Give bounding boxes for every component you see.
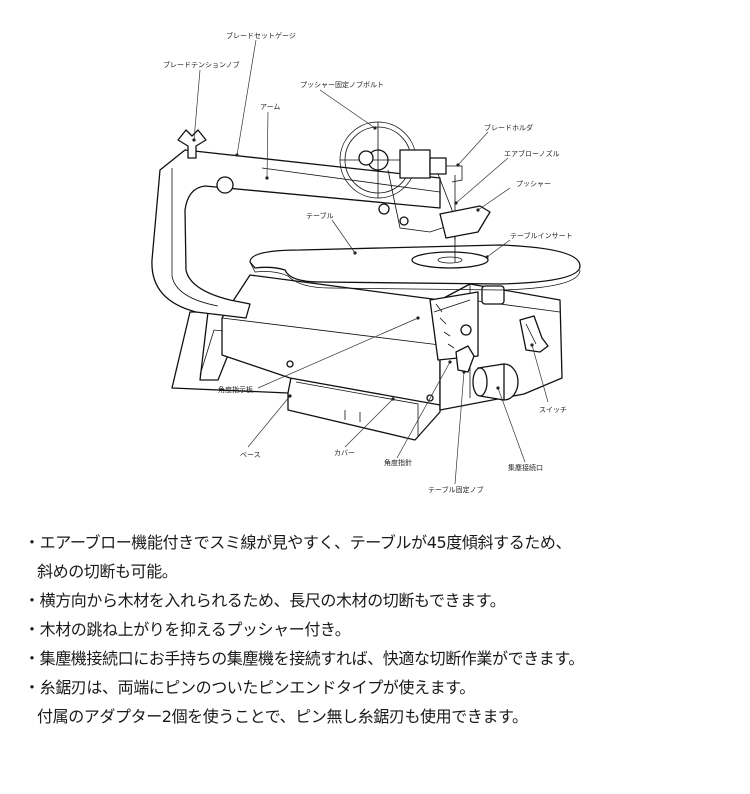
label-pusher: プッシャー [516, 180, 551, 188]
bullet: ・ [24, 620, 40, 639]
label-cover: カバー [334, 449, 355, 457]
label-air-blow-nozzle: エアブローノズル [504, 149, 560, 158]
feature-text: 集塵機接続口にお手持ちの集塵機を接続すれば、快適な切断作業ができます。 [39, 649, 585, 668]
bullet: ・ [24, 678, 40, 697]
feature-item: ・糸鋸刃は、両端にピンのついたピンエンドタイプが使えます。 付属のアダプター2個… [24, 673, 736, 731]
bullet: ・ [24, 649, 40, 668]
feature-item: ・エアーブロー機能付きでスミ線が見やすく、テーブルが45度傾斜するため、 斜めの… [24, 528, 736, 586]
feature-item: ・集塵機接続口にお手持ちの集塵機を接続すれば、快適な切断作業ができます。 [24, 644, 736, 673]
part-labels: ブレードセットゲージ ブレードテンションノブ プッシャー固定ノブボルト アーム … [163, 31, 573, 494]
label-blade-holder: ブレードホルダ [484, 123, 533, 132]
feature-text-continued: 斜めの切断も可能。 [37, 562, 178, 581]
bullet: ・ [24, 591, 40, 610]
label-switch: スイッチ [539, 406, 567, 414]
feature-text: 木材の跳ね上がりを抑えるプッシャー付き。 [39, 620, 351, 639]
feature-text-continued: 付属のアダプター2個を使うことで、ピン無し糸鋸刃も使用できます。 [37, 707, 528, 726]
scroll-saw-illustration [151, 121, 581, 441]
feature-text: 糸鋸刃は、両端にピンのついたピンエンドタイプが使えます。 [39, 678, 476, 697]
label-table-lock-knob: テーブル固定ノブ [428, 485, 484, 494]
bullet: ・ [24, 533, 40, 552]
label-angle-pointer: 角度指針 [384, 458, 412, 467]
label-angle-scale-plate: 角度指示板 [218, 385, 253, 394]
feature-item: ・横方向から木材を入れられるため、長尺の木材の切断もできます。 [24, 586, 736, 615]
label-blade-tension-knob: ブレードテンションノブ [163, 60, 240, 69]
label-dust-port: 集塵接続口 [508, 463, 543, 472]
label-pusher-knob-bolt: プッシャー固定ノブボルト [300, 80, 384, 89]
feature-text: エアーブロー機能付きでスミ線が見やすく、テーブルが45度傾斜するため、 [39, 533, 572, 552]
callout-dots [192, 126, 534, 401]
callout-lines [193, 39, 549, 485]
label-table: テーブル [306, 211, 334, 220]
feature-text: 横方向から木材を入れられるため、長尺の木材の切断もできます。 [39, 591, 506, 610]
feature-list: ・エアーブロー機能付きでスミ線が見やすく、テーブルが45度傾斜するため、 斜めの… [24, 528, 736, 731]
label-table-insert: テーブルインサート [510, 231, 573, 240]
label-arm: アーム [260, 103, 280, 111]
scroll-saw-diagram: ブレードセットゲージ ブレードテンションノブ プッシャー固定ノブボルト アーム … [151, 31, 581, 494]
label-base: ベース [240, 451, 261, 459]
label-blade-set-gauge: ブレードセットゲージ [226, 31, 296, 40]
feature-item: ・木材の跳ね上がりを抑えるプッシャー付き。 [24, 615, 736, 644]
